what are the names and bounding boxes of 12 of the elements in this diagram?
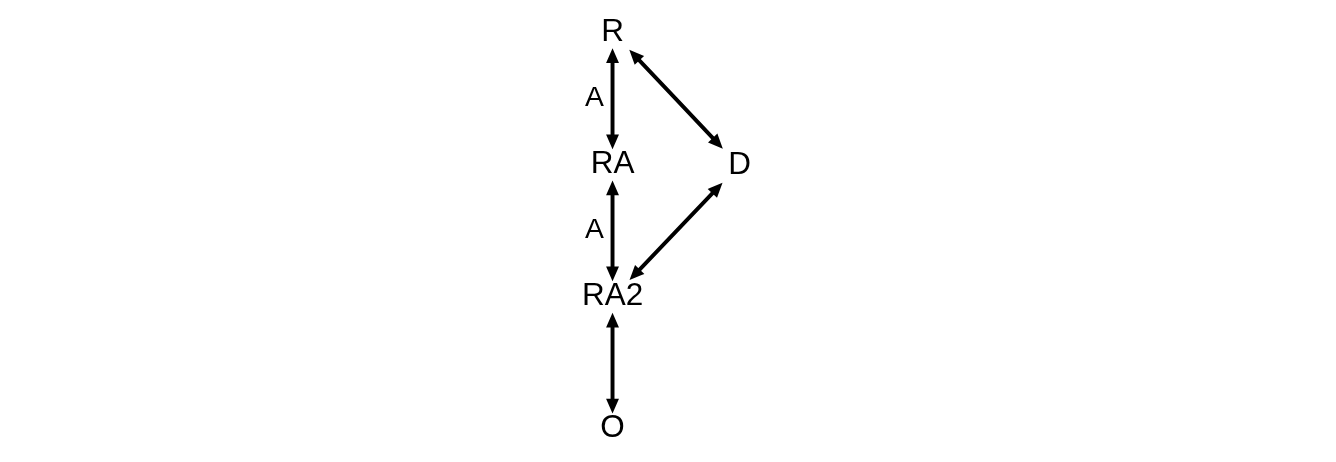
edge-label: A	[584, 211, 604, 244]
node-text: O	[600, 409, 625, 445]
node-text: D	[728, 145, 751, 181]
arrow	[629, 182, 723, 281]
node-text: RA	[590, 144, 635, 180]
arrow	[606, 48, 619, 150]
edge-label: A	[584, 79, 604, 112]
arrow	[606, 180, 619, 282]
arrow	[629, 49, 723, 149]
arrow	[606, 312, 619, 414]
node-text: R	[601, 12, 624, 48]
node-text: RA2	[581, 276, 644, 312]
